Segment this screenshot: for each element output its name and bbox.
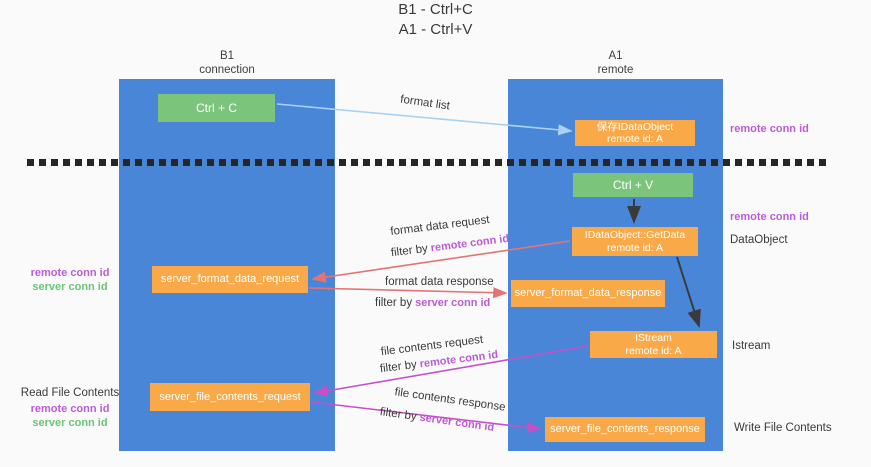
left-remote-conn-id-bottom: remote conn id [30, 403, 110, 415]
server-format-data-response-node: server_format_data_response [511, 280, 665, 307]
read-file-contents-label: Read File Contents [20, 387, 120, 399]
server-file-contents-request-label: server_file_contents_request [159, 390, 301, 403]
getdata-line2: remote id: A [606, 241, 664, 254]
save-idataobject-line1: 保存IDataObject [596, 120, 674, 133]
filter-by-text: filter by [379, 358, 418, 376]
save-idataobject-line2: remote id: A [606, 133, 664, 145]
left-conn-id-group-top: remote conn id server conn id [12, 266, 128, 294]
write-file-contents-label: Write File Contents [734, 422, 832, 434]
filter-by-text: filter by [379, 406, 418, 424]
right-column-header: A1 remote [508, 50, 723, 77]
istream-line1: IStream [635, 332, 672, 344]
right-remote-conn-id-mid: remote conn id [730, 211, 809, 223]
istream-node: IStream remote id: A [590, 331, 717, 358]
save-idataobject-node: 保存IDataObject remote id: A [575, 120, 695, 146]
server-file-contents-request-node: server_file_contents_request [150, 383, 310, 411]
istream-side-label: Istream [732, 340, 771, 352]
ctrl-c-node: Ctrl + C [158, 94, 275, 122]
server-file-contents-response-label: server_file_contents_response [550, 423, 700, 436]
server-format-data-response-label: server_format_data_response [514, 287, 662, 300]
format-data-request-annotation: format data request [389, 213, 491, 239]
server-conn-id-key: server conn id [418, 411, 495, 434]
format-list-annotation: format list [399, 93, 451, 113]
getdata-line1: IDataObject::GetData [584, 229, 686, 241]
ctrl-v-node: Ctrl + V [573, 173, 693, 197]
server-format-data-request-node: server_format_data_request [152, 266, 308, 293]
server-format-data-request-label: server_format_data_request [160, 273, 300, 286]
format-data-response-annotation: format data response [385, 276, 494, 288]
istream-line2: remote id: A [625, 344, 682, 357]
ctrl-v-label: Ctrl + V [612, 177, 654, 192]
title-line-2: A1 - Ctrl+V [398, 21, 473, 38]
left-column-name: B1 [219, 50, 235, 62]
remote-conn-id-key: remote conn id [430, 232, 510, 255]
left-server-conn-id-bottom: server conn id [32, 417, 108, 429]
getdata-node: IDataObject::GetData remote id: A [572, 227, 698, 256]
diagram-title: B1 - Ctrl+C A1 - Ctrl+V [0, 0, 871, 40]
right-column-name: A1 [608, 50, 623, 62]
server-file-contents-response-node: server_file_contents_response [545, 417, 705, 442]
dataobject-label: DataObject [730, 234, 788, 246]
format-data-response-arrow [308, 287, 508, 299]
left-column-role: connection [199, 63, 255, 76]
server-conn-id-key: server conn id [415, 297, 491, 309]
left-server-conn-id-top: server conn id [32, 281, 108, 293]
title-line-1: B1 - Ctrl+C [398, 1, 473, 18]
filter-by-text: filter by [390, 242, 429, 260]
dashed-divider-line [27, 159, 831, 166]
ctrl-c-label: Ctrl + C [195, 100, 237, 115]
left-conn-id-group-bottom: remote conn id server conn id [12, 402, 128, 430]
filter-by-text: filter by [375, 297, 413, 309]
right-remote-conn-id-top: remote conn id [730, 123, 809, 135]
left-column-header: B1 connection [119, 50, 335, 77]
right-column-role: remote [597, 63, 634, 76]
left-remote-conn-id-top: remote conn id [30, 267, 110, 279]
